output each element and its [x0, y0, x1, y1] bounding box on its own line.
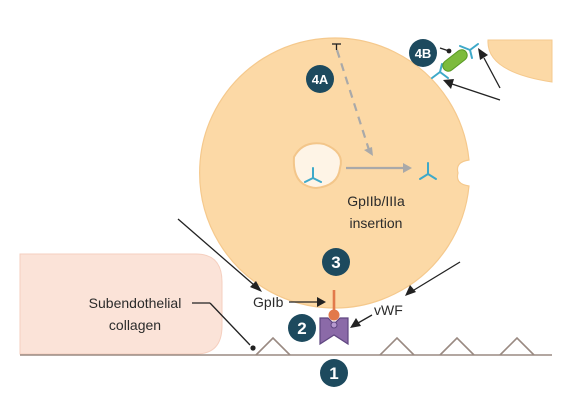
- step-badge-2: 2: [288, 314, 316, 342]
- label-gpib: GpIb: [253, 294, 284, 310]
- gpib-receptor-icon: [328, 290, 340, 321]
- pointer-4b-upper-head: [478, 48, 488, 60]
- pointer-collagen-dot: [250, 345, 256, 351]
- pointer-4b-lower: [451, 83, 501, 101]
- vwf-molecule-icon: [319, 317, 349, 346]
- pointer-vwf-molecule-head: [350, 318, 361, 328]
- label-vwf: vWF: [374, 302, 403, 318]
- main-platelet: [199, 37, 470, 309]
- svg-text:2: 2: [297, 319, 306, 338]
- pointer-collagen-diag: [209, 302, 251, 346]
- collagen-fiber: [255, 336, 291, 356]
- pointer-vwf-molecule: [357, 314, 373, 324]
- agonist-molecule-icon: [442, 49, 468, 72]
- pointer-gpib-head: [250, 281, 262, 292]
- label-subendothelial: Subendothelial: [89, 295, 182, 311]
- solid-arrow-head: [403, 163, 412, 173]
- pointer-vwf: [413, 261, 461, 291]
- step-badge-1: 1: [320, 359, 348, 387]
- alpha-granule: [292, 142, 342, 190]
- subendothelial-tissue: [19, 253, 223, 355]
- dashed-arrow: [335, 49, 371, 151]
- pointer-lines: [177, 47, 501, 351]
- gpiib-iiia-receptor-icon: [431, 63, 449, 79]
- svg-text:3: 3: [331, 253, 340, 272]
- step-badge-3: 3: [322, 248, 350, 276]
- gpiib-iiia-receptor-icon: [304, 167, 322, 183]
- svg-text:4B: 4B: [415, 46, 432, 61]
- pointer-4b-dot-line: [439, 47, 450, 52]
- label-gpiib-iiia: GpIIb/IIIa: [347, 193, 405, 209]
- collagen-fiber: [439, 336, 475, 356]
- step-badge-4b: 4B: [409, 39, 437, 67]
- gpiib-iiia-receptor-icon: [459, 43, 479, 59]
- svg-text:4A: 4A: [312, 72, 329, 87]
- pointer-vwf-head: [405, 285, 416, 296]
- neighbor-platelet: [487, 39, 553, 83]
- pointer-4b-lower-head: [443, 79, 454, 89]
- svg-text:1: 1: [329, 364, 338, 383]
- insertion-path: [332, 43, 412, 173]
- collagen-fiber: [379, 336, 415, 356]
- label-collagen: collagen: [109, 317, 161, 333]
- collagen-fiber: [499, 336, 535, 356]
- gpiib-iiia-receptor-icon: [419, 162, 437, 180]
- pointer-gpib-receptor-head: [317, 297, 326, 307]
- collagen-fibers: [255, 336, 535, 356]
- pointer-4b-upper: [483, 57, 501, 89]
- label-insertion: insertion: [350, 215, 403, 231]
- step-badge-4a: 4A: [306, 65, 334, 93]
- pointer-gpib: [177, 218, 255, 286]
- dashed-arrow-head: [364, 147, 373, 156]
